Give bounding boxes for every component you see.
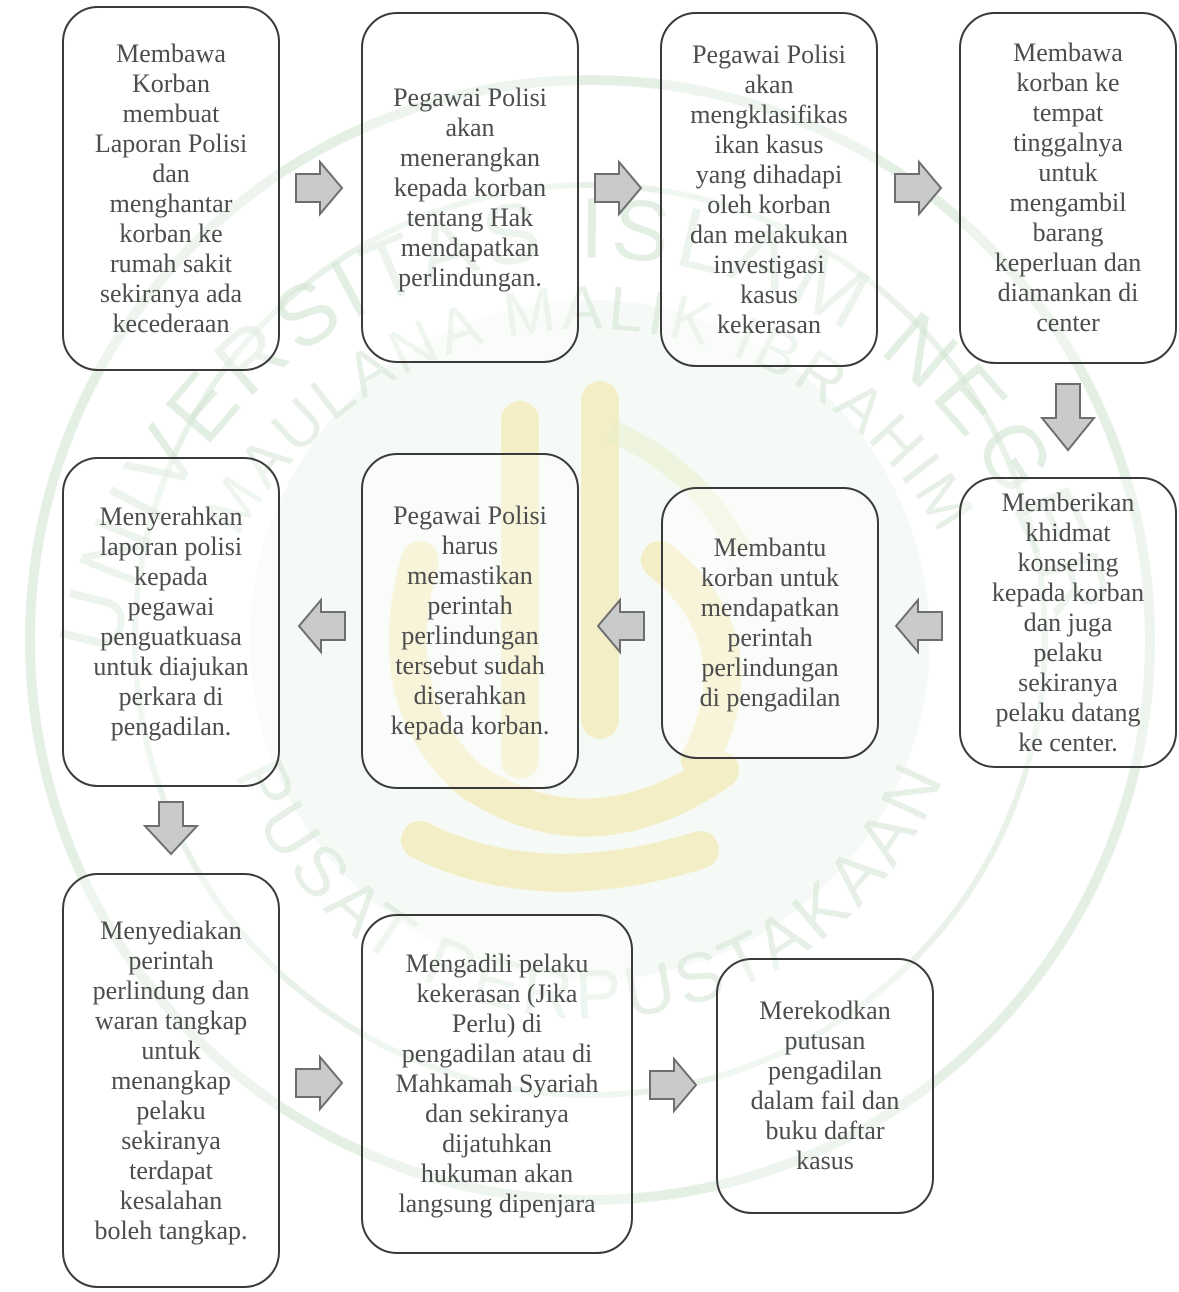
step-5-box: Memberikan khidmat konseling kepada korb…: [959, 477, 1177, 768]
arrow-6-to-7-icon: [596, 597, 645, 655]
arrow-2-to-3-icon: [594, 159, 643, 217]
step-6-text: Membantu korban untuk mendapatkan perint…: [699, 533, 841, 712]
step-7-text: Pegawai Polisi harus memastikan perintah…: [390, 501, 550, 740]
arrow-9-to-10-icon: [295, 1054, 344, 1112]
step-10-text: Mengadili pelaku kekerasan (Jika Perlu) …: [395, 949, 599, 1218]
step-4-box: Membawa korban ke tempat tinggalnya untu…: [959, 12, 1177, 364]
step-7-box: Pegawai Polisi harus memastikan perintah…: [361, 453, 579, 789]
step-1-box: Membawa Korban membuat Laporan Polisi da…: [62, 6, 280, 371]
step-8-box: Menyerahkan laporan polisi kepada pegawa…: [62, 457, 280, 787]
arrow-3-to-4-icon: [894, 159, 943, 217]
step-6-box: Membantu korban untuk mendapatkan perint…: [661, 487, 879, 759]
arrow-5-to-6-icon: [894, 597, 943, 655]
step-5-text: Memberikan khidmat konseling kepada korb…: [991, 487, 1145, 757]
step-2-text: Pegawai Polisi akan menerangkan kepada k…: [393, 82, 547, 292]
step-3-box: Pegawai Polisi akan mengklasifikas ikan …: [660, 12, 878, 367]
step-8-text: Menyerahkan laporan polisi kepada pegawa…: [93, 502, 249, 741]
arrow-8-to-9-icon: [142, 801, 200, 856]
step-9-text: Menyediakan perintah perlindung dan wara…: [92, 915, 250, 1245]
step-11-box: Merekodkan putusan pengadilan dalam fail…: [716, 958, 934, 1214]
step-10-box: Mengadili pelaku kekerasan (Jika Perlu) …: [361, 914, 633, 1254]
arrow-7-to-8-icon: [297, 597, 346, 655]
step-2-box: Pegawai Polisi akan menerangkan kepada k…: [361, 12, 579, 363]
step-3-text: Pegawai Polisi akan mengklasifikas ikan …: [689, 39, 849, 339]
arrow-1-to-2-icon: [295, 159, 344, 217]
step-9-box: Menyediakan perintah perlindung dan wara…: [62, 873, 280, 1288]
arrow-4-to-5-icon: [1039, 383, 1097, 452]
step-4-text: Membawa korban ke tempat tinggalnya untu…: [994, 38, 1142, 337]
arrow-10-to-11-icon: [649, 1056, 698, 1114]
step-11-text: Merekodkan putusan pengadilan dalam fail…: [750, 996, 900, 1175]
step-1-text: Membawa Korban membuat Laporan Polisi da…: [94, 38, 248, 338]
